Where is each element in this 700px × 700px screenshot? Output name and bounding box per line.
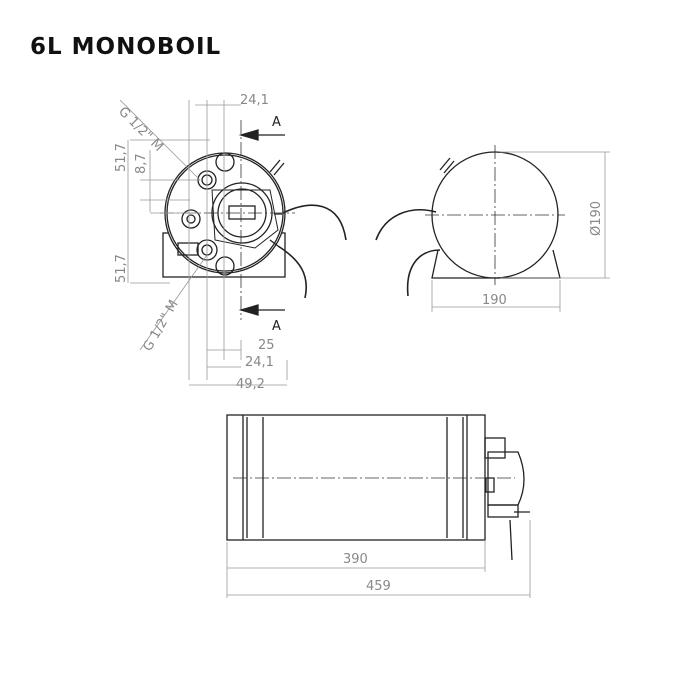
dim-left-upper: 51,7	[114, 143, 129, 172]
dim-left-inner: 8,7	[134, 153, 149, 174]
section-label-bottom: A	[272, 319, 281, 334]
dim-bottom-49-2: 49,2	[236, 377, 265, 392]
dim-side-width: 190	[482, 293, 507, 308]
dim-body-length: 390	[343, 552, 368, 567]
dim-top-24-1: 24,1	[240, 93, 269, 108]
dim-bottom-24-1: 24,1	[245, 355, 274, 370]
dim-left-lower: 51,7	[114, 254, 129, 283]
dim-diameter: Ø190	[589, 201, 604, 236]
dim-total-length: 459	[366, 579, 391, 594]
section-label-top: A	[272, 115, 281, 130]
bottom-view	[226, 414, 531, 598]
dim-bottom-25: 25	[258, 338, 275, 353]
thread-label-bottom: G 1/2" M	[140, 298, 181, 354]
page-title: 6L MONOBOIL	[30, 34, 222, 60]
side-view	[375, 145, 610, 312]
front-view	[119, 99, 347, 386]
